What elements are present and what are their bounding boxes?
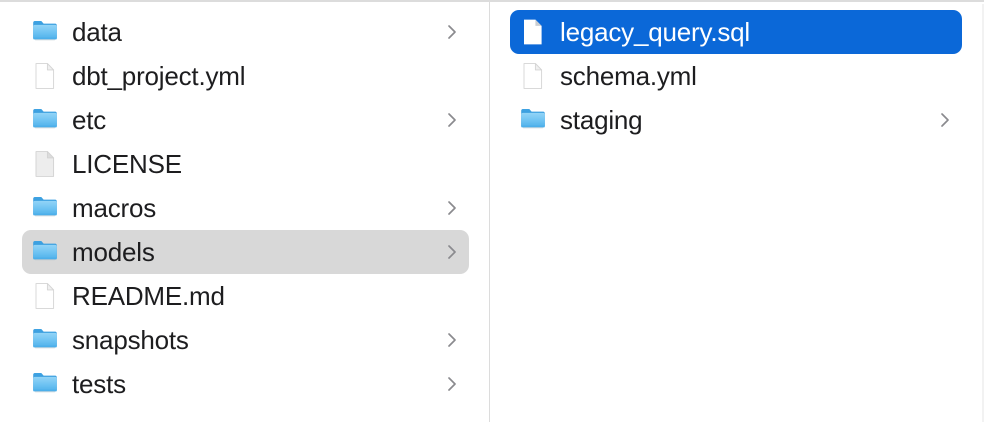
item-label: LICENSE — [72, 149, 182, 179]
file-row-schema-yml[interactable]: schema.yml — [510, 54, 962, 98]
project-root-column[interactable]: data dbt_project.yml etc — [0, 2, 490, 422]
item-label: macros — [72, 193, 157, 223]
folder-icon — [32, 325, 58, 355]
item-label: tests — [72, 369, 126, 399]
item-label: schema.yml — [560, 61, 697, 91]
file-row-dbt-project-yml[interactable]: dbt_project.yml — [22, 54, 469, 98]
chevron-right-icon[interactable] — [445, 110, 459, 130]
folder-icon — [32, 17, 58, 47]
chevron-right-icon[interactable] — [445, 242, 459, 262]
folder-icon — [32, 193, 58, 223]
folder-row-staging[interactable]: staging — [510, 98, 962, 142]
file-row-legacy-query-sql[interactable]: legacy_query.sql — [510, 10, 962, 54]
models-contents-column[interactable]: legacy_query.sql schema.yml st — [490, 2, 984, 422]
item-label: snapshots — [72, 325, 189, 355]
chevron-right-icon[interactable] — [938, 110, 952, 130]
chevron-right-icon[interactable] — [445, 198, 459, 218]
document-icon — [32, 281, 58, 311]
item-label: dbt_project.yml — [72, 61, 246, 91]
item-label: legacy_query.sql — [560, 17, 750, 47]
folder-icon — [32, 237, 58, 267]
document-icon — [32, 61, 58, 91]
folder-row-etc[interactable]: etc — [22, 98, 469, 142]
folder-icon — [32, 369, 58, 399]
file-row-license[interactable]: LICENSE — [22, 142, 469, 186]
file-row-readme-md[interactable]: README.md — [22, 274, 469, 318]
chevron-right-icon[interactable] — [445, 330, 459, 350]
folder-row-models[interactable]: models — [22, 230, 469, 274]
item-label: README.md — [72, 281, 225, 311]
folder-icon — [520, 105, 546, 135]
chevron-right-icon[interactable] — [445, 22, 459, 42]
item-label: staging — [560, 105, 643, 135]
document-icon — [520, 17, 546, 47]
folder-row-macros[interactable]: macros — [22, 186, 469, 230]
item-label: models — [72, 237, 155, 267]
item-label: data — [72, 17, 122, 47]
chevron-right-icon[interactable] — [445, 374, 459, 394]
folder-row-tests[interactable]: tests — [22, 362, 469, 406]
item-label: etc — [72, 105, 107, 135]
document-icon — [520, 61, 546, 91]
folder-icon — [32, 105, 58, 135]
folder-row-snapshots[interactable]: snapshots — [22, 318, 469, 362]
generic-file-icon — [32, 149, 58, 179]
folder-row-data[interactable]: data — [22, 10, 469, 54]
